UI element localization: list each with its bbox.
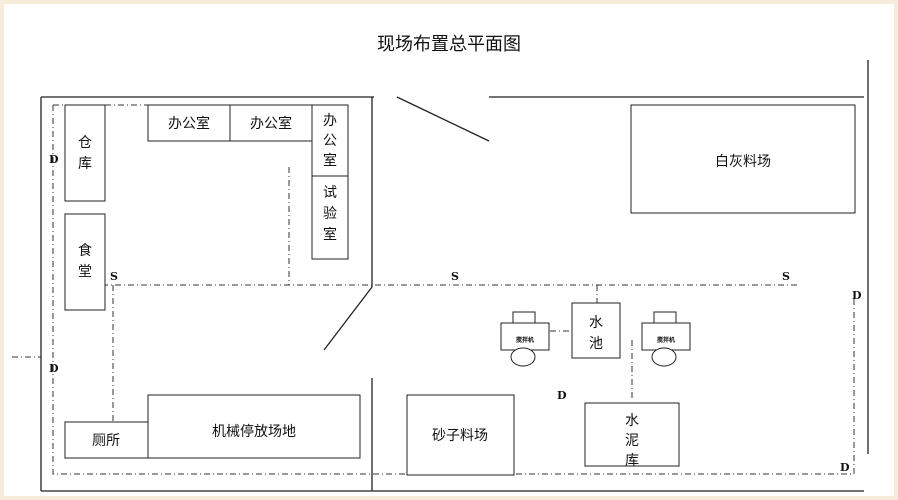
mixer-right-label: 搅拌机 — [657, 336, 675, 344]
lab-label-1: 试 — [323, 185, 337, 201]
diagram-frame: 现场布置总平面图 仓 库 食 堂 办公室 — [4, 4, 894, 496]
water-pool: 水 池 — [571, 302, 621, 359]
toilet-label: 厕所 — [92, 433, 120, 449]
office-3-label-1: 办 — [323, 113, 337, 129]
marker-s-2: S — [451, 270, 459, 283]
office-2: 办公室 — [229, 104, 313, 142]
mixer-right: 搅拌机 — [641, 311, 691, 367]
marker-d-1: D — [49, 153, 59, 166]
warehouse: 仓 库 — [64, 104, 106, 202]
lab-label-3: 室 — [323, 226, 337, 243]
lime-yard: 白灰料场 — [630, 104, 856, 214]
mixer-left: 搅拌机 — [500, 311, 550, 367]
water-pool-label-2: 池 — [589, 336, 603, 352]
cement-store-label-2: 泥 — [625, 433, 639, 449]
sand-yard-label: 砂子料场 — [432, 428, 488, 444]
toilet: 厕所 — [64, 421, 149, 459]
canteen: 食 堂 — [64, 213, 106, 311]
cement-store-label-1: 水 — [625, 413, 639, 429]
office-3: 办 公 室 — [311, 104, 349, 177]
office-3-label-3: 室 — [323, 152, 337, 169]
mixer-left-label: 搅拌机 — [516, 336, 534, 344]
cement-store: 水 泥 库 — [584, 402, 680, 469]
sand-yard: 砂子料场 — [406, 394, 515, 476]
marker-d-4: D — [557, 389, 567, 402]
marker-d-5: D — [840, 461, 850, 474]
water-pool-label-1: 水 — [589, 315, 603, 331]
office-1: 办公室 — [147, 104, 231, 142]
marker-d-3: D — [852, 289, 862, 302]
cement-store-label-3: 库 — [625, 453, 639, 469]
office-1-label: 办公室 — [168, 115, 210, 132]
marker-s-3: S — [782, 270, 790, 283]
warehouse-label-2: 库 — [78, 156, 92, 172]
office-2-label: 办公室 — [250, 115, 292, 132]
site-layout-plan: 现场布置总平面图 仓 库 食 堂 办公室 — [12, 34, 869, 492]
page-title: 现场布置总平面图 — [377, 34, 521, 55]
machine-parking: 机械停放场地 — [147, 394, 361, 459]
site-boundary — [40, 60, 869, 492]
marker-s-1: S — [110, 270, 118, 283]
canteen-label-2: 堂 — [78, 264, 92, 280]
lab: 试 验 室 — [311, 175, 349, 260]
warehouse-label-1: 仓 — [78, 135, 92, 151]
marker-d-2: D — [49, 362, 59, 375]
lab-label-2: 验 — [323, 206, 337, 222]
lime-yard-label: 白灰料场 — [715, 154, 771, 170]
machine-parking-label: 机械停放场地 — [212, 423, 296, 440]
office-3-label-2: 公 — [323, 133, 337, 149]
canteen-label-1: 食 — [78, 242, 92, 259]
